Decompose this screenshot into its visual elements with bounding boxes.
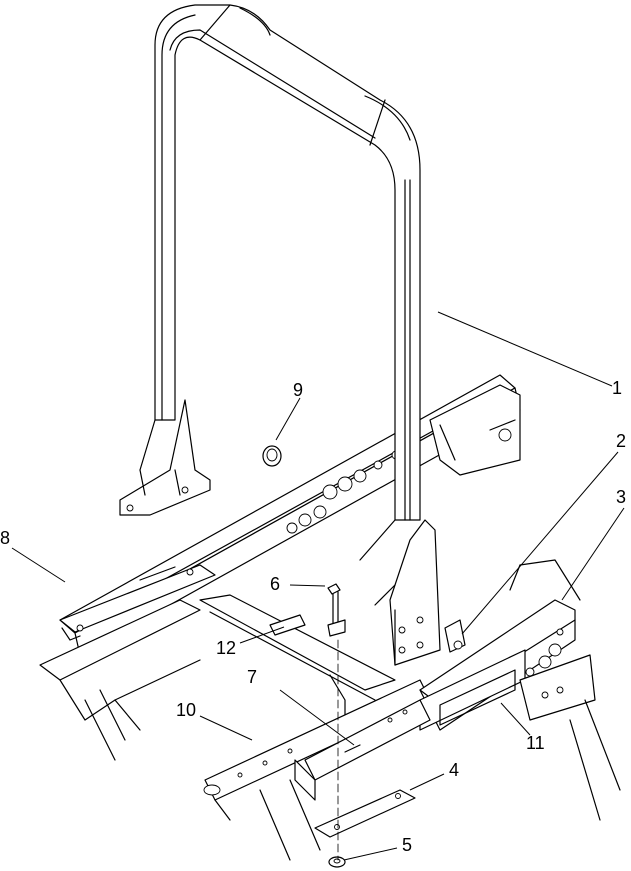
bolt-item-2 bbox=[444, 619, 466, 653]
nut-item-5 bbox=[328, 856, 346, 868]
callout-8: 8 bbox=[0, 528, 10, 548]
right-bracket bbox=[519, 654, 621, 821]
plate-item-12 bbox=[269, 614, 306, 636]
callout-9: 9 bbox=[293, 380, 303, 400]
callout-3: 3 bbox=[616, 487, 626, 507]
bolt-item-6 bbox=[327, 583, 346, 637]
backing-plate-item-4 bbox=[314, 789, 416, 838]
callout-labels: 1 2 3 4 5 6 7 8 9 10 11 12 bbox=[0, 378, 626, 855]
callout-4: 4 bbox=[449, 760, 459, 780]
roll-bar-item-1 bbox=[119, 4, 441, 666]
callout-10: 10 bbox=[176, 700, 196, 720]
rear-mount-bracket bbox=[429, 384, 521, 476]
callout-11: 11 bbox=[526, 733, 545, 753]
callout-12: 12 bbox=[216, 638, 236, 658]
callout-5: 5 bbox=[402, 835, 412, 855]
mount-plate-item-7 bbox=[294, 699, 431, 801]
callout-1: 1 bbox=[612, 378, 622, 398]
leader-lines bbox=[11, 311, 625, 861]
mount-plate-item-8 bbox=[59, 564, 216, 641]
left-lower-rail bbox=[39, 599, 201, 761]
callout-7: 7 bbox=[247, 667, 257, 687]
callout-6: 6 bbox=[270, 574, 280, 594]
callout-2: 2 bbox=[616, 431, 626, 451]
cross-member bbox=[199, 594, 396, 721]
plug-item-9 bbox=[262, 445, 282, 467]
